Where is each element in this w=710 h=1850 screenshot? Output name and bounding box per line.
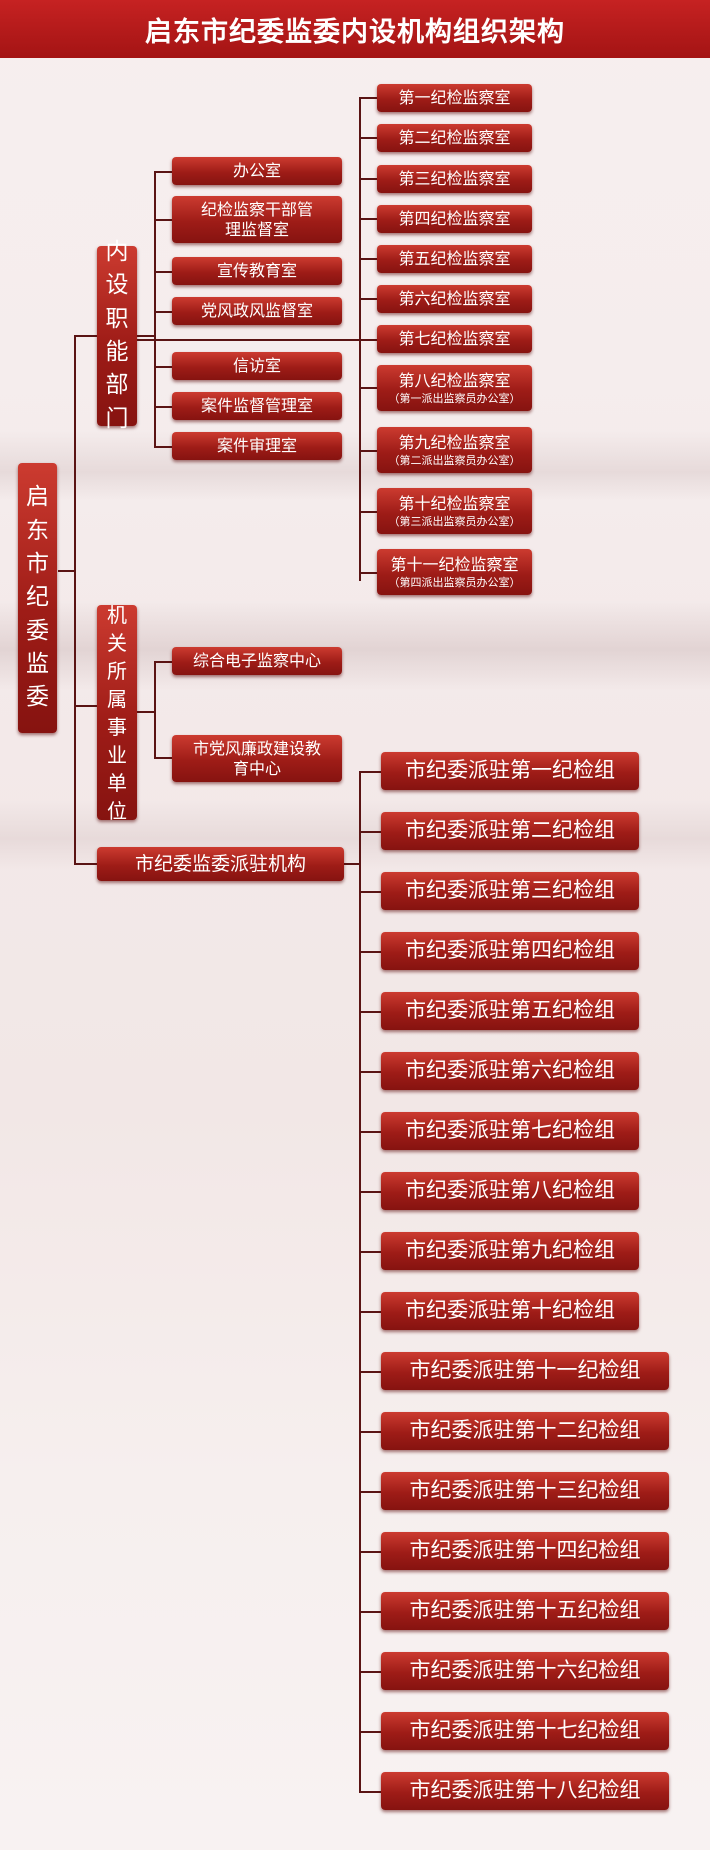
supervision-room-node: 第七纪检监察室	[377, 325, 532, 353]
stationed-group-node: 市纪委派驻第一纪检组	[381, 752, 639, 790]
office-node: 办公室	[172, 157, 342, 185]
supervision-room-node: 第二纪检监察室	[377, 124, 532, 152]
page-title: 启东市纪委监委内设机构组织架构	[0, 0, 710, 58]
affiliated-unit-node: 市党风廉政建设教育中心	[172, 735, 342, 782]
supervision-room-node: 第三纪检监察室	[377, 165, 532, 193]
stationed-group-node: 市纪委派驻第十八纪检组	[381, 1772, 669, 1810]
root-node: 启东市纪委监委	[18, 463, 57, 733]
internal-department-node: 内设职能部门	[97, 239, 137, 432]
stationed-group-node: 市纪委派驻第七纪检组	[381, 1112, 639, 1150]
affiliated-units-node: 机关所属事业单位	[97, 603, 137, 823]
stationed-group-node: 市纪委派驻第十三纪检组	[381, 1472, 669, 1510]
stationed-group-node: 市纪委派驻第六纪检组	[381, 1052, 639, 1090]
supervision-room-node: 第五纪检监察室	[377, 245, 532, 273]
supervision-room-node: 第九纪检监察室（第二派出监察员办公室）	[377, 427, 532, 473]
stationed-group-node: 市纪委派驻第十纪检组	[381, 1292, 639, 1330]
stationed-group-node: 市纪委派驻第十五纪检组	[381, 1592, 669, 1630]
supervision-room-node: 第十一纪检监察室（第四派出监察员办公室）	[377, 549, 532, 595]
stationed-group-node: 市纪委派驻第十二纪检组	[381, 1412, 669, 1450]
stationed-group-node: 市纪委派驻第八纪检组	[381, 1172, 639, 1210]
office-node: 纪检监察干部管理监督室	[172, 196, 342, 243]
stationed-group-node: 市纪委派驻第五纪检组	[381, 992, 639, 1030]
office-node: 信访室	[172, 352, 342, 380]
stationed-group-node: 市纪委派驻第十四纪检组	[381, 1532, 669, 1570]
background-mist	[0, 430, 710, 500]
stationed-group-node: 市纪委派驻第十一纪检组	[381, 1352, 669, 1390]
stationed-group-node: 市纪委派驻第二纪检组	[381, 812, 639, 850]
stationed-group-node: 市纪委派驻第十六纪检组	[381, 1652, 669, 1690]
supervision-room-node: 第八纪检监察室（第一派出监察员办公室）	[377, 365, 532, 411]
office-node: 宣传教育室	[172, 257, 342, 285]
stationed-group-node: 市纪委派驻第十七纪检组	[381, 1712, 669, 1750]
supervision-room-node: 第一纪检监察室	[377, 84, 532, 112]
stationed-group-node: 市纪委派驻第四纪检组	[381, 932, 639, 970]
office-node: 案件审理室	[172, 432, 342, 460]
stationed-group-node: 市纪委派驻第三纪检组	[381, 872, 639, 910]
stationed-agencies-node: 市纪委监委派驻机构	[97, 847, 344, 881]
stationed-group-node: 市纪委派驻第九纪检组	[381, 1232, 639, 1270]
office-node: 案件监督管理室	[172, 392, 342, 420]
supervision-room-node: 第四纪检监察室	[377, 205, 532, 233]
affiliated-unit-node: 综合电子监察中心	[172, 647, 342, 675]
supervision-room-node: 第六纪检监察室	[377, 285, 532, 313]
supervision-room-node: 第十纪检监察室（第三派出监察员办公室）	[377, 488, 532, 534]
office-node: 党风政风监督室	[172, 297, 342, 325]
